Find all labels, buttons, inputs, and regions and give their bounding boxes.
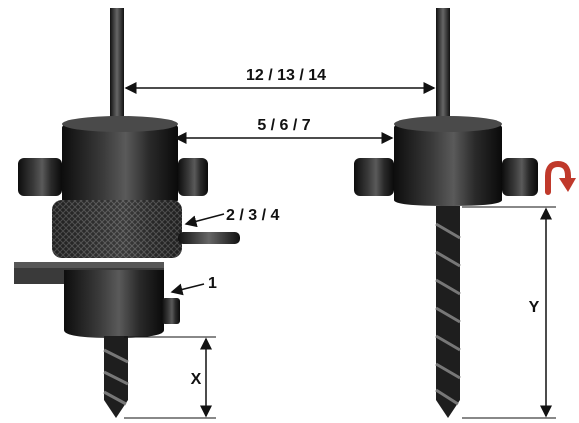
collar-pin <box>178 232 240 244</box>
right-body <box>394 116 502 206</box>
rotation-arrow-icon <box>545 160 576 195</box>
outer-distance-label: 12 / 13 / 14 <box>246 67 326 84</box>
collar-part-label: 2 / 3 / 4 <box>226 207 279 224</box>
collar-pointer <box>184 213 225 228</box>
right-drill-bit <box>436 206 460 418</box>
left-body-top <box>62 116 178 132</box>
clamp-screw <box>162 298 180 324</box>
right-shaft <box>436 8 450 120</box>
right-drill-stop <box>354 8 538 418</box>
inner-distance-label: 5 / 6 / 7 <box>257 117 310 134</box>
clamp-pointer <box>170 283 205 296</box>
left-lower-body <box>64 270 164 338</box>
depth-y-label: Y <box>529 299 540 316</box>
depth-x-label: X <box>191 371 202 388</box>
right-screw-right <box>502 158 538 196</box>
left-screw-right <box>178 158 208 196</box>
clamp-part-label: 1 <box>208 275 217 292</box>
left-screw-left <box>18 158 62 196</box>
left-drill-stop <box>14 8 240 418</box>
left-shaft <box>110 8 124 120</box>
right-screw-left <box>354 158 394 196</box>
left-upper-body <box>62 116 178 206</box>
